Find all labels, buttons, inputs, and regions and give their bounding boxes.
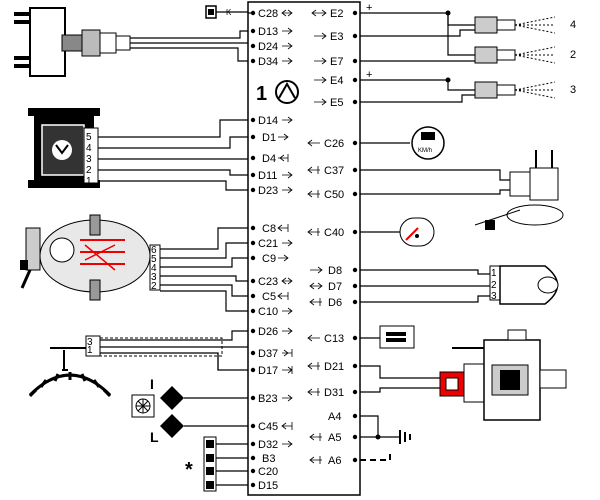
injector-number-3: 3 [570, 84, 576, 96]
pedal-sensor-icon [474, 150, 564, 230]
pin-b3: B3 [262, 453, 275, 465]
pin-c50: C50 [324, 189, 344, 201]
pin-d8: D8 [328, 265, 342, 277]
pin-a5: A5 [328, 432, 341, 444]
pin-e2: E2 [330, 8, 343, 20]
svg-text:5: 5 [151, 254, 157, 265]
pin-group-left: C28 D13 D24 D34 D14 D1 D4 D11 D23 C8 C21… [248, 8, 278, 492]
pin-d7: D7 [328, 281, 342, 293]
svg-text:4: 4 [86, 143, 92, 154]
svg-text:3: 3 [491, 291, 497, 302]
pin-d34: D34 [258, 56, 278, 68]
pin-d1: D1 [262, 132, 276, 144]
glow-relay-icon [379, 325, 415, 349]
svg-text:6: 6 [151, 245, 157, 256]
injector-3-icon [474, 81, 556, 99]
pump-motor-icon [20, 214, 161, 301]
tachometer-icon [399, 217, 435, 247]
plus-2: + [366, 69, 372, 81]
pin-c10: C10 [258, 306, 278, 318]
pin-d24: D24 [258, 41, 278, 53]
svg-text:1: 1 [491, 268, 497, 279]
pin-c26: C26 [324, 138, 344, 150]
fan-relay-icon [131, 386, 184, 438]
pin-d14: D14 [258, 115, 278, 127]
svg-text:3: 3 [151, 272, 157, 283]
pin-d11: D11 [258, 170, 277, 182]
air-sensor-icon [489, 265, 559, 305]
ecu-box [247, 1, 361, 496]
injector-number-4: 4 [570, 19, 576, 31]
pin-e5: E5 [330, 97, 343, 109]
pin-a4: A4 [328, 411, 341, 423]
svg-text:3: 3 [86, 154, 92, 165]
injector-2-icon [474, 46, 556, 64]
pin-d26: D26 [258, 326, 278, 338]
svg-text:2: 2 [491, 280, 497, 291]
svg-text:1: 1 [86, 176, 92, 187]
pin-d6: D6 [328, 297, 342, 309]
svg-text:2: 2 [86, 165, 92, 176]
pin-c21: C21 [258, 238, 278, 250]
pin-e7: E7 [330, 56, 343, 68]
fan-speed-low: L [150, 429, 159, 445]
injector-number-2: 2 [570, 49, 576, 61]
position-sensor-icon [28, 335, 112, 398]
crank-sensor-icon [14, 7, 131, 77]
pin-d13: D13 [258, 26, 278, 38]
pin-d31: D31 [324, 387, 344, 399]
pin-c13: C13 [324, 333, 344, 345]
pin-c45: C45 [258, 421, 278, 433]
svg-text:4: 4 [151, 263, 157, 274]
pin-c9: C9 [262, 253, 276, 265]
instrument-module-icon [28, 108, 100, 188]
svg-text:3: 3 [87, 337, 93, 348]
svg-text:2: 2 [151, 281, 157, 292]
pin-d37: D37 [258, 348, 278, 360]
pin-d21: D21 [324, 361, 344, 373]
asterisk-mark: * [185, 459, 193, 481]
pin-a6: A6 [328, 455, 341, 467]
plus-1: + [366, 2, 372, 14]
pin-d15: D15 [258, 480, 278, 492]
pin-c23: C23 [258, 276, 278, 288]
diagnostic-connector-icon [203, 436, 217, 492]
pin-d4: D4 [262, 153, 276, 165]
injector-4-icon [474, 16, 556, 34]
pin-c20: C20 [258, 466, 278, 478]
ecu-label: 1 [256, 83, 267, 105]
speed-sensor-label: KM/h [418, 148, 432, 154]
pin-e3: E3 [330, 31, 343, 43]
pin-c37: C37 [324, 165, 344, 177]
pin-d23: D23 [258, 185, 278, 197]
pin-c5: C5 [262, 291, 276, 303]
pin-c28: C28 [258, 8, 278, 20]
pin-d32: D32 [258, 439, 278, 451]
pin-c40: C40 [324, 227, 344, 239]
injection-pump-icon [439, 329, 567, 421]
svg-text:1: 1 [87, 345, 93, 356]
pin-e4: E4 [330, 75, 343, 87]
speed-sensor-icon: KM/h [411, 126, 445, 160]
svg-text:5: 5 [86, 132, 92, 143]
fan-speed-high: I [150, 376, 154, 392]
pin-d17: D17 [258, 365, 278, 377]
pin-b23: B23 [258, 393, 278, 405]
ecu-icon [275, 80, 299, 104]
pin-c8: C8 [262, 223, 276, 235]
pin-group-right: E2 E3 E7 E4 E5 C26 C37 C50 C40 D8 D7 D6 … [324, 8, 344, 467]
